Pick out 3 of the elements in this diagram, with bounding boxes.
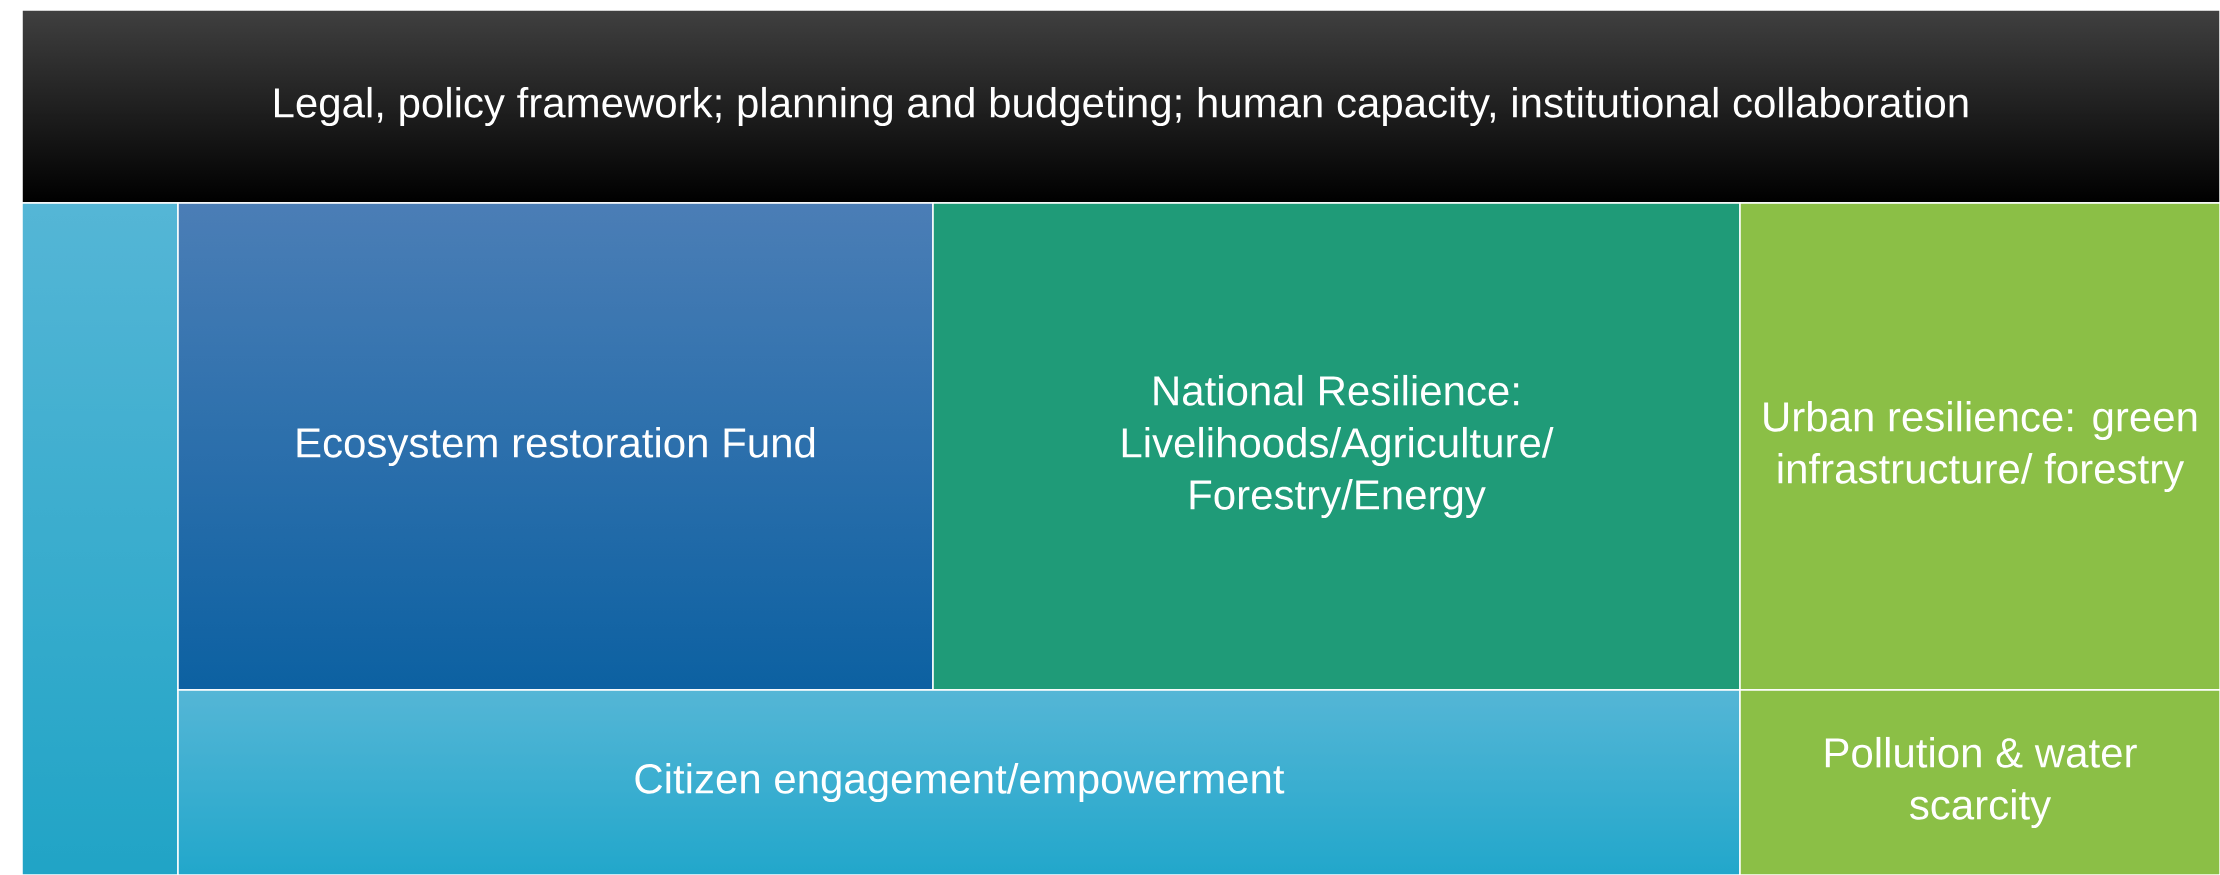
side-band — [21, 202, 179, 875]
category-box: Pollution & water scarcity — [1739, 689, 2220, 875]
category-box: National Resilience: Livelihoods/Agriculture/ Forestry/Energy — [932, 202, 1741, 691]
